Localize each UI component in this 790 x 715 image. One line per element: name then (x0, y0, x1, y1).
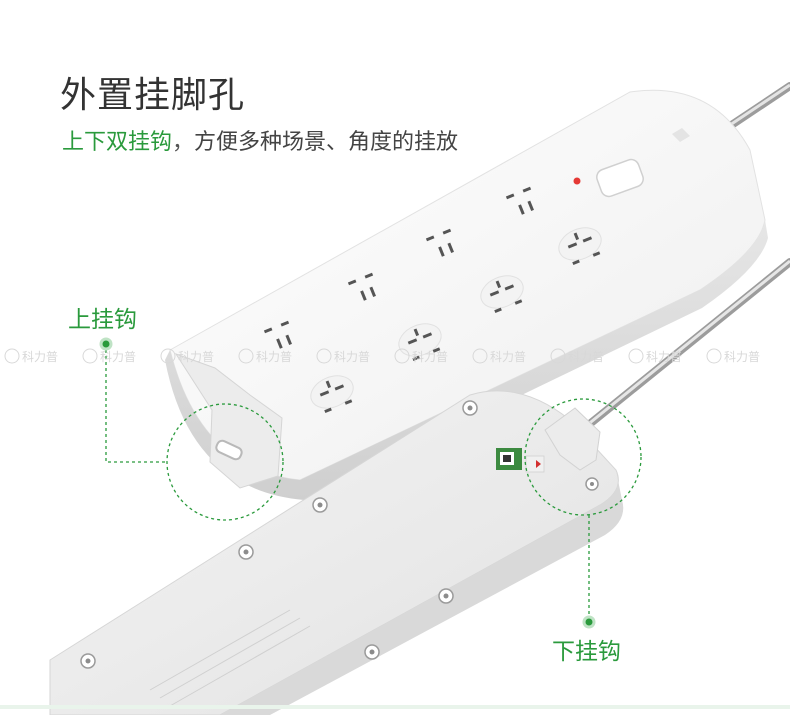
lower-power-strip (49, 390, 624, 715)
watermark-text: 科力普 (22, 350, 58, 364)
watermark-text: 科力普 (100, 350, 136, 364)
power-indicator-light (573, 177, 581, 185)
watermark-text: 科力普 (646, 350, 682, 364)
watermark-text: 科力普 (334, 350, 370, 364)
brand-logo-icon (672, 128, 690, 142)
upper-hook-slot (215, 439, 243, 461)
watermark-text: 科力普 (490, 350, 526, 364)
watermark-text: 科力普 (724, 350, 760, 364)
subtitle: 上下双挂钩，方便多种场景、角度的挂放 (62, 124, 458, 156)
subtitle-accent: 上下双挂钩 (62, 130, 173, 155)
watermark-text: 科力普 (412, 350, 448, 364)
bottom-divider (0, 705, 790, 709)
bottom-hook-callout (524, 398, 642, 629)
upper-hook-tab (174, 353, 283, 489)
lower-hook-tab (544, 407, 601, 471)
watermark-row: 科力普 科力普 科力普 科力普 科力普 科力普 科力普 科力普 科力普 科力普 (4, 348, 760, 364)
screw-holes (80, 400, 599, 669)
socket-row-two-pin (263, 186, 534, 349)
upper-power-strip (165, 89, 768, 500)
bottom-hook-label: 下挂钩 (552, 639, 621, 665)
vent-ribs (149, 609, 311, 707)
top-hook-label: 上挂钩 (68, 307, 137, 333)
top-hook-callout (99, 337, 284, 521)
socket-row-five-pin (310, 227, 602, 414)
power-switch (596, 158, 644, 198)
subtitle-separator: ， (172, 130, 195, 155)
watermark-text: 科力普 (178, 350, 214, 364)
watermark-text: 科力普 (568, 350, 604, 364)
page-title: 外置挂脚孔 (60, 75, 246, 116)
watermark-text: 科力普 (256, 350, 292, 364)
subtitle-rest: 方便多种场景、角度的挂放 (194, 130, 459, 155)
